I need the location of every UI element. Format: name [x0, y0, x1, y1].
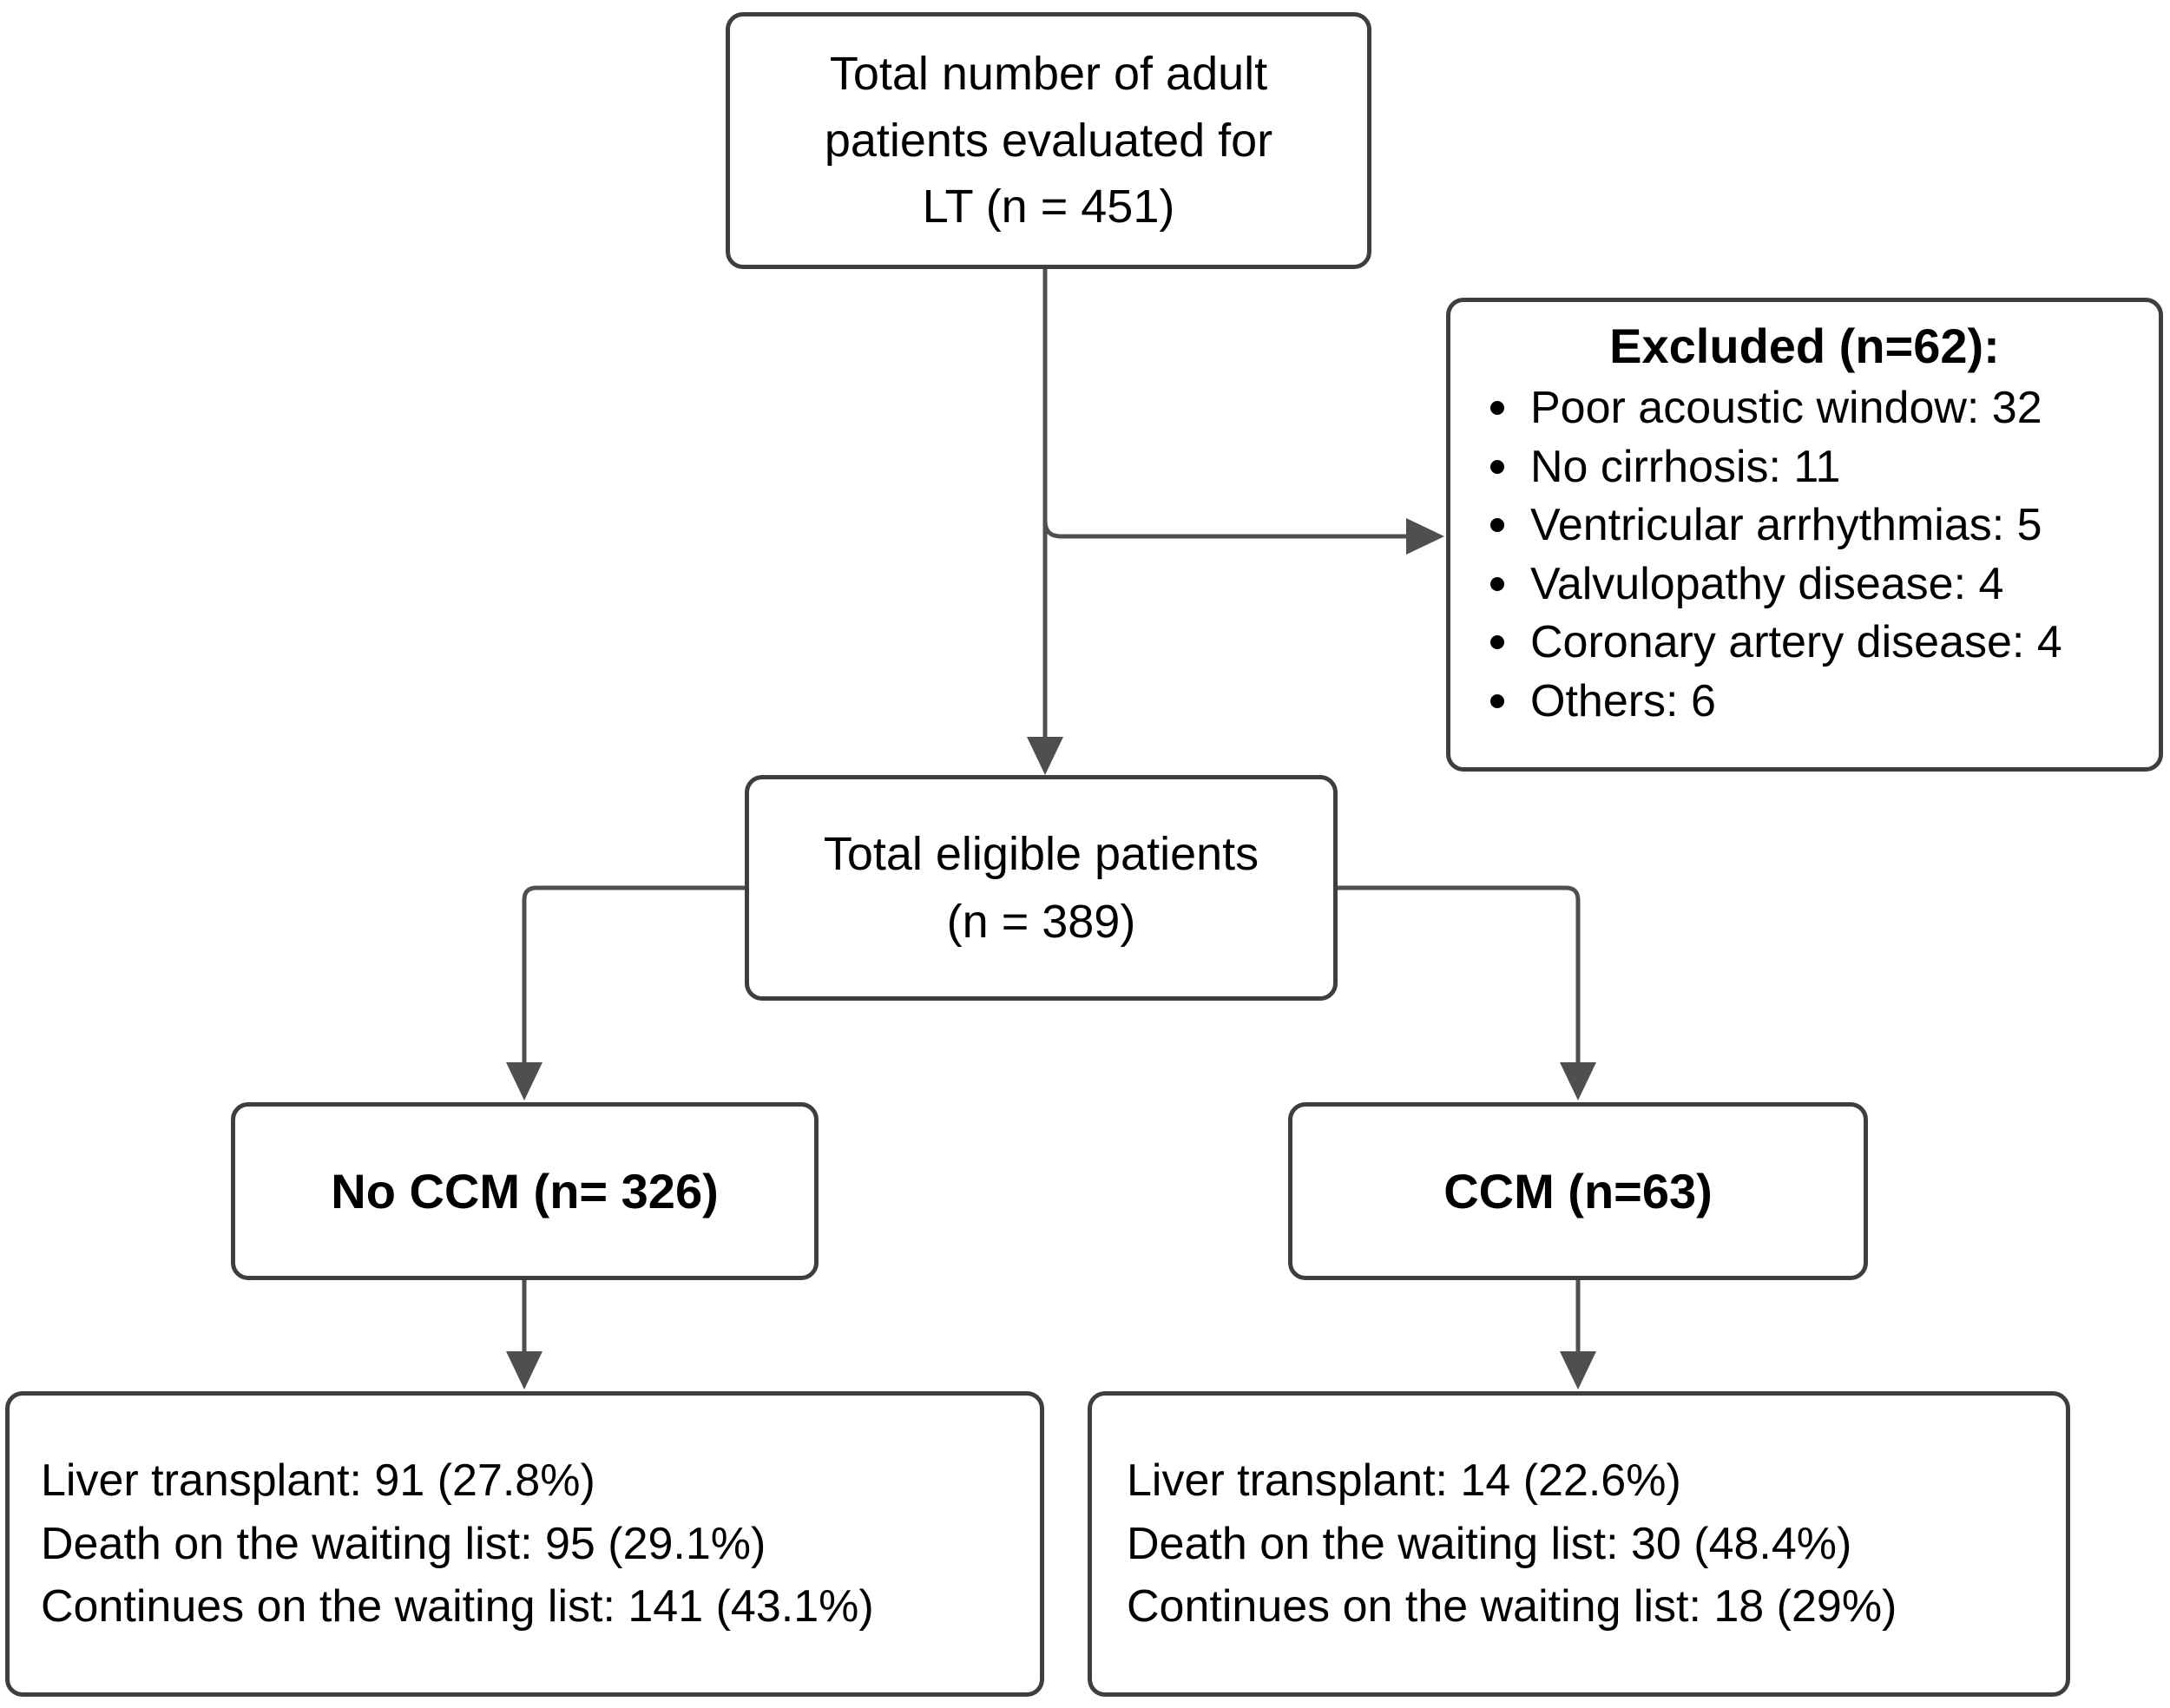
- node-ccm: CCM (n=63): [1288, 1102, 1868, 1280]
- node-total-evaluated: Total number of adult patients evaluated…: [726, 12, 1371, 269]
- arrowhead-into-no-ccm-outcomes: [506, 1351, 542, 1389]
- connector-eligible-to-no-ccm: [522, 885, 745, 1062]
- excluded-item: Poor acoustic window: 32: [1485, 379, 2136, 438]
- arrowhead-into-no-ccm: [506, 1062, 542, 1100]
- connector-eligible-to-ccm: [1338, 885, 1581, 1062]
- node-eligible: Total eligible patients (n = 389): [745, 775, 1338, 1001]
- connector-branch-to-excluded: [1042, 520, 1406, 539]
- arrowhead-into-ccm-outcomes: [1560, 1351, 1596, 1389]
- arrowhead-into-eligible: [1027, 737, 1063, 775]
- excluded-item: Coronary artery disease: 4: [1485, 614, 2136, 673]
- node-no-ccm: No CCM (n= 326): [231, 1102, 819, 1280]
- excluded-title: Excluded (n=62):: [1609, 319, 2000, 373]
- node-eligible-text: Total eligible patients (n = 389): [823, 827, 1259, 948]
- node-ccm-outcomes: Liver transplant: 14 (22.6%) Death on th…: [1088, 1391, 2070, 1697]
- arrowhead-into-ccm: [1560, 1062, 1596, 1100]
- node-excluded: Excluded (n=62): Poor acoustic window: 3…: [1446, 298, 2163, 772]
- no-ccm-label: No CCM (n= 326): [331, 1164, 719, 1219]
- excluded-item: Others: 6: [1485, 673, 2136, 732]
- ccm-label: CCM (n=63): [1443, 1164, 1713, 1219]
- excluded-item: Valvulopathy disease: 4: [1485, 555, 2136, 614]
- node-total-evaluated-text: Total number of adult patients evaluated…: [824, 47, 1273, 233]
- arrowhead-into-excluded: [1406, 518, 1444, 555]
- no-ccm-outcomes-text: Liver transplant: 91 (27.8%) Death on th…: [41, 1455, 874, 1632]
- excluded-item: No cirrhosis: 11: [1485, 438, 2136, 497]
- excluded-item: Ventricular arrhythmias: 5: [1485, 496, 2136, 555]
- node-no-ccm-outcomes: Liver transplant: 91 (27.8%) Death on th…: [5, 1391, 1044, 1697]
- ccm-outcomes-text: Liver transplant: 14 (22.6%) Death on th…: [1127, 1455, 1897, 1632]
